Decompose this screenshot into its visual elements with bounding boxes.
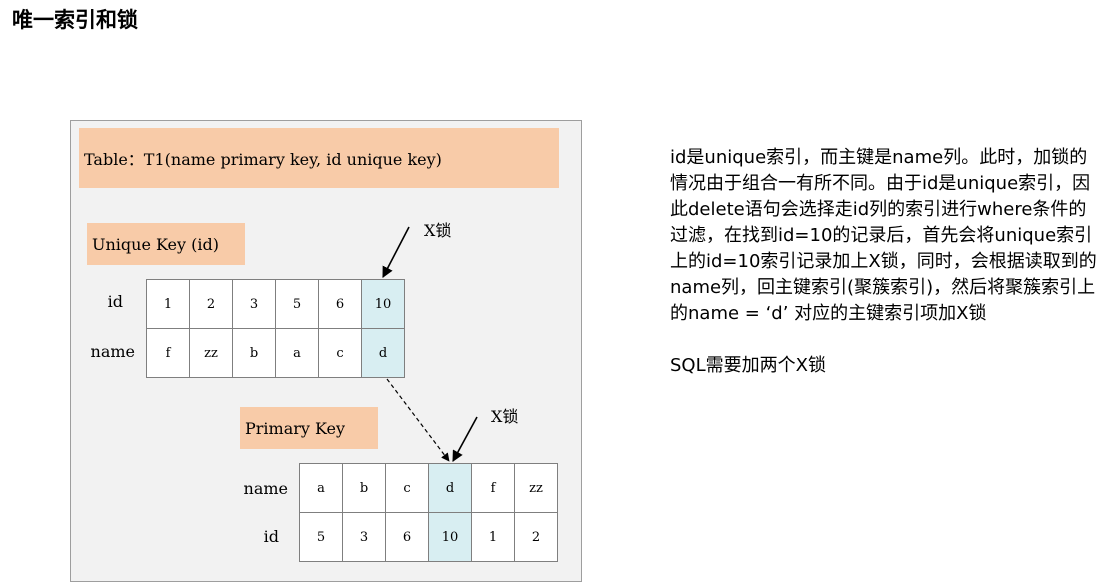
explanation-text: id是unique索引，而主键是name列。此时，加锁的情况由于组合一有所不同。… xyxy=(670,145,1100,379)
unique-id-cell-locked: 10 xyxy=(361,279,405,329)
primary-name-cell-locked: d xyxy=(428,463,472,513)
unique-row-label-id: id xyxy=(107,292,123,311)
primary-key-label: Primary Key xyxy=(240,407,378,449)
unique-name-cell: f xyxy=(146,328,190,378)
lookup-dashed-arrow xyxy=(386,378,450,462)
unique-row-label-name: name xyxy=(90,342,135,361)
unique-id-cell: 3 xyxy=(232,279,276,329)
primary-name-cell: zz xyxy=(514,463,558,513)
primary-name-cell: f xyxy=(471,463,515,513)
unique-lock-arrow xyxy=(382,226,410,278)
unique-name-row: f zz b a c d xyxy=(146,328,405,378)
primary-id-row: 5 3 6 10 1 2 xyxy=(299,512,558,562)
primary-xlock-label: X锁 xyxy=(491,407,519,426)
primary-id-cell: 1 xyxy=(471,512,515,562)
primary-lock-arrow xyxy=(452,416,478,462)
primary-id-cell: 6 xyxy=(385,512,429,562)
unique-name-cell: b xyxy=(232,328,276,378)
primary-id-cell: 3 xyxy=(342,512,386,562)
primary-row-label-name: name xyxy=(243,479,288,498)
unique-id-row: 1 2 3 5 6 10 xyxy=(146,279,405,329)
unique-key-label: Unique Key (id) xyxy=(87,223,245,265)
primary-id-cell-locked: 10 xyxy=(428,512,472,562)
unique-xlock-label: X锁 xyxy=(424,221,452,240)
table-definition-label: Table：T1(name primary key, id unique key… xyxy=(79,128,559,188)
unique-id-cell: 6 xyxy=(318,279,362,329)
page-title: 唯一索引和锁 xyxy=(12,8,138,32)
primary-key-index: a b c d f zz 5 3 6 10 1 2 xyxy=(299,463,558,562)
primary-row-label-id: id xyxy=(263,527,279,546)
unique-name-cell-locked: d xyxy=(361,328,405,378)
diagram-panel: Table：T1(name primary key, id unique key… xyxy=(70,120,582,582)
primary-id-cell: 5 xyxy=(299,512,343,562)
unique-name-cell: c xyxy=(318,328,362,378)
unique-name-cell: zz xyxy=(189,328,233,378)
unique-key-index: 1 2 3 5 6 10 f zz b a c d xyxy=(146,279,405,378)
unique-id-cell: 2 xyxy=(189,279,233,329)
explanation-summary: SQL需要加两个X锁 xyxy=(670,355,826,376)
primary-id-cell: 2 xyxy=(514,512,558,562)
diagram-arrows xyxy=(382,226,478,462)
explanation-body: id是unique索引，而主键是name列。此时，加锁的情况由于组合一有所不同。… xyxy=(670,147,1097,324)
